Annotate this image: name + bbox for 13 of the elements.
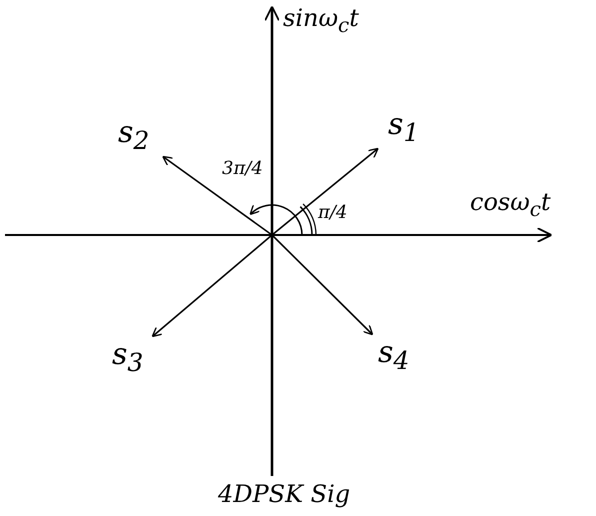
caption: 4DPSK Sig xyxy=(218,482,350,506)
vector-arrow xyxy=(152,234,273,338)
signal-point-label: s$_{4}$ xyxy=(378,335,410,370)
axis-label: cosω$_{c}$t xyxy=(470,190,551,219)
vector-arrow xyxy=(271,234,374,336)
angle-label: 3π/4 xyxy=(222,160,263,178)
vector-arrow xyxy=(272,148,379,236)
signal-point-label: s$_{2}$ xyxy=(118,115,150,150)
angle-label: π/4 xyxy=(318,204,348,222)
axis-label: sinω$_{c}$t xyxy=(283,6,359,35)
signal-point-label: s$_{3}$ xyxy=(112,337,144,372)
signal-point-label: s$_{1}$ xyxy=(388,107,420,142)
vector-arrow xyxy=(162,156,272,236)
